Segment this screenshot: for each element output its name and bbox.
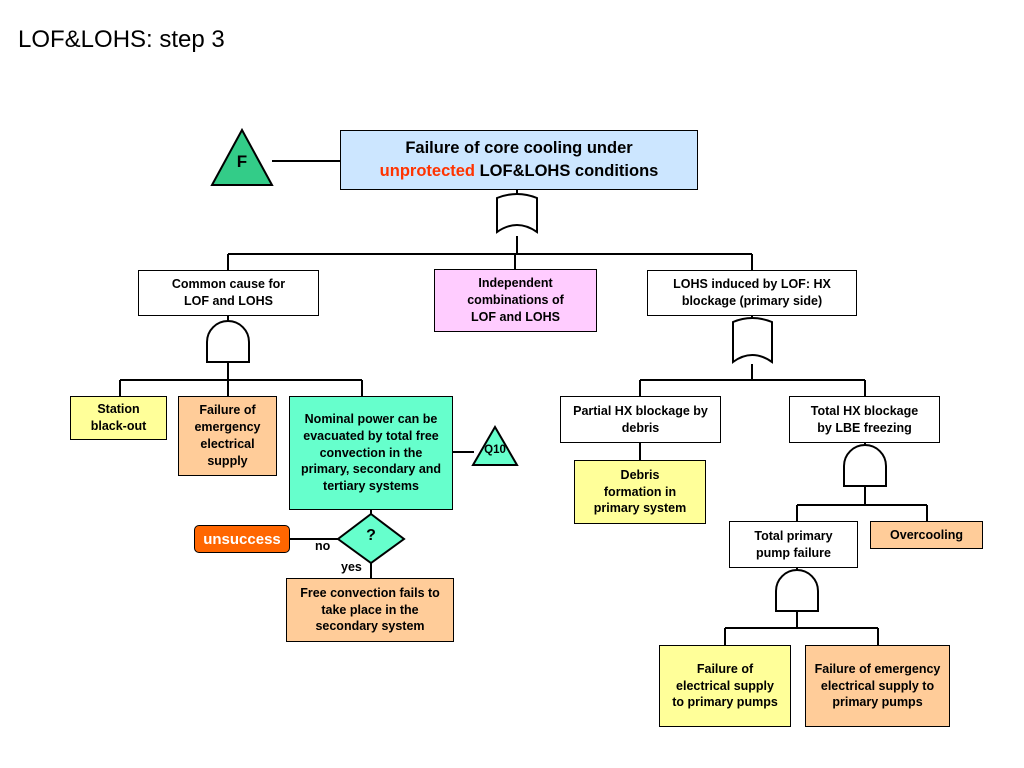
node-nominal-power: Nominal power can be evacuated by total … xyxy=(289,396,453,510)
top-event-line1: Failure of core cooling under xyxy=(405,138,633,157)
node-fail-elec-pumps: Failure of electrical supply to primary … xyxy=(659,645,791,727)
node-total-pump: Total primary pump failure xyxy=(729,521,858,568)
or-gate-lohs xyxy=(732,317,773,364)
decision-yes-label: yes xyxy=(341,560,362,574)
and-gate-common xyxy=(206,320,250,363)
and-gate-pump xyxy=(775,569,819,612)
page-title: LOF&LOHS: step 3 xyxy=(18,26,225,53)
node-failure-emergency: Failure of emergency electrical supply xyxy=(178,396,277,476)
node-debris: Debris formation in primary system xyxy=(574,460,706,524)
top-event-conditions: LOF&LOHS conditions xyxy=(479,162,659,180)
node-fail-emerg-pumps: Failure of emergency electrical supply t… xyxy=(805,645,950,727)
and-gate-totalhx xyxy=(843,444,887,487)
transfer-triangle-q10 xyxy=(471,425,519,466)
node-overcooling: Overcooling xyxy=(870,521,983,549)
node-total-hx: Total HX blockage by LBE freezing xyxy=(789,396,940,443)
top-event-line2: unprotected LOF&LOHS conditions xyxy=(380,160,659,183)
transfer-q10-label: Q10 xyxy=(484,444,506,456)
top-event-unprotected: unprotected xyxy=(379,162,475,180)
node-lohs-by-lof: LOHS induced by LOF: HX blockage (primar… xyxy=(647,270,857,316)
top-event: Failure of core cooling under unprotecte… xyxy=(340,130,698,190)
node-free-conv-fails: Free convection fails to take place in t… xyxy=(286,578,454,642)
node-station-blackout: Station black-out xyxy=(70,396,167,440)
decision-no-label: no xyxy=(315,539,331,553)
transfer-f-label: F xyxy=(236,152,248,171)
decision-diamond xyxy=(336,512,406,565)
unsuccess-outcome: unsuccess xyxy=(194,525,290,553)
or-gate-top xyxy=(496,193,538,234)
node-partial-hx: Partial HX blockage by debris xyxy=(560,396,721,443)
node-independent: Independent combinations of LOF and LOHS xyxy=(434,269,597,332)
decision-symbol: ? xyxy=(366,527,376,544)
transfer-triangle-f xyxy=(210,127,274,186)
node-common-cause: Common cause for LOF and LOHS xyxy=(138,270,319,316)
